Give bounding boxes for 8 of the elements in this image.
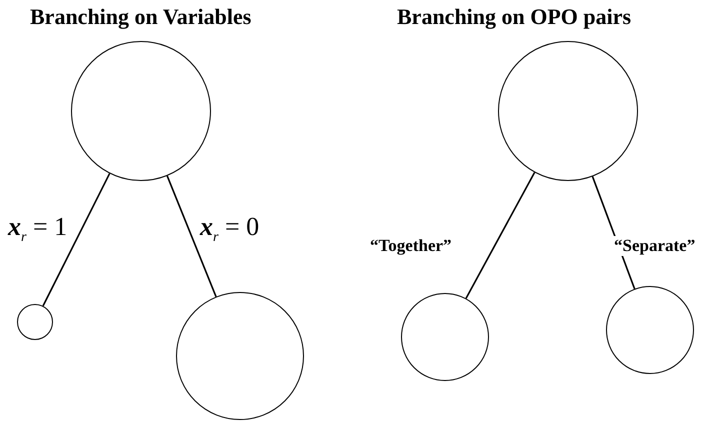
connector-line (166, 176, 217, 297)
heading: Branching on Variables (30, 4, 252, 30)
connector-line (465, 172, 536, 299)
edge-label: “Separate” (612, 236, 698, 256)
circle-node (17, 304, 53, 340)
edge-label: “Together” (368, 236, 454, 256)
connector-line (42, 173, 110, 306)
heading: Branching on OPO pairs (397, 4, 632, 30)
